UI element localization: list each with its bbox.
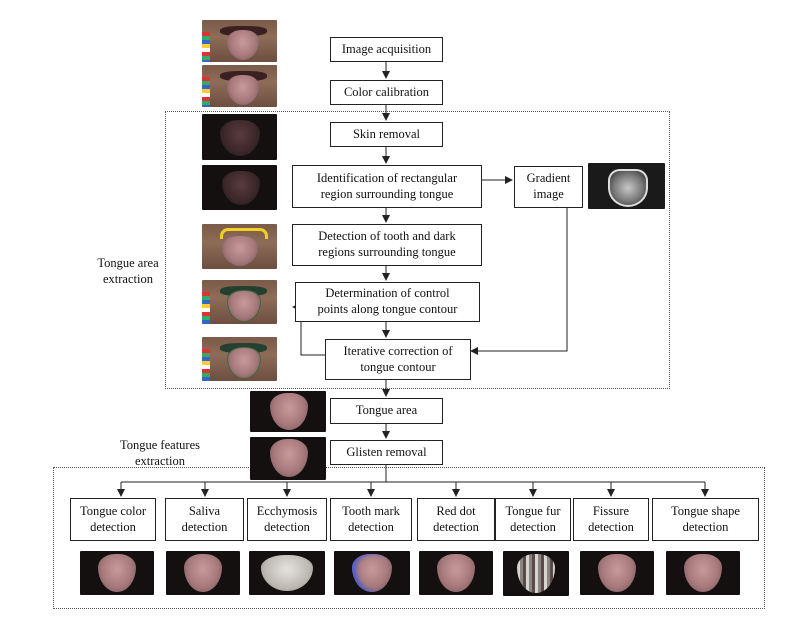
feature-box-fissure: Fissure detection bbox=[573, 498, 649, 541]
thumb-feature-tooth-mark bbox=[334, 551, 410, 595]
tongue-features-extraction-region bbox=[53, 467, 765, 609]
color-calibration-box: Color calibration bbox=[330, 80, 443, 105]
feature-box-tongue-shape: Tongue shape detection bbox=[652, 498, 759, 541]
feature-box-red-dot: Red dot detection bbox=[417, 498, 495, 541]
tongue-features-extraction-label: Tongue features extraction bbox=[120, 438, 200, 469]
thumb-control-points bbox=[202, 280, 277, 324]
thumb-gradient-image bbox=[588, 163, 665, 209]
thumb-skin-removal bbox=[202, 114, 277, 160]
detection-tooth-box: Detection of tooth and dark regions surr… bbox=[292, 224, 482, 266]
thumb-feature-saliva bbox=[166, 551, 240, 595]
thumb-iterative-correction bbox=[202, 337, 277, 381]
thumb-feature-tongue-color bbox=[80, 551, 154, 595]
arrow-gradient-to-iter bbox=[470, 208, 568, 355]
tongue-area-extraction-label: Tongue area extraction bbox=[97, 256, 159, 287]
thumb-feature-tongue-fur bbox=[503, 551, 569, 596]
thumb-image-acquisition bbox=[202, 20, 277, 62]
feature-box-tongue-color: Tongue color detection bbox=[70, 498, 156, 541]
thumb-tongue-area bbox=[250, 391, 326, 432]
identification-box: Identification of rectangular region sur… bbox=[292, 165, 482, 208]
thumb-feature-tongue-shape bbox=[666, 551, 740, 595]
control-points-box: Determination of control points along to… bbox=[295, 282, 480, 322]
thumb-glisten-removal bbox=[250, 437, 326, 480]
image-acquisition-box: Image acquisition bbox=[330, 37, 443, 62]
feature-box-saliva: Saliva detection bbox=[165, 498, 244, 541]
thumb-rectangular-region bbox=[202, 165, 277, 210]
feature-box-tooth-mark: Tooth mark detection bbox=[330, 498, 412, 541]
thumb-feature-ecchymosis bbox=[249, 551, 325, 595]
feature-box-tongue-fur: Tongue fur detection bbox=[495, 498, 571, 541]
skin-removal-box: Skin removal bbox=[330, 122, 443, 147]
iterative-correction-box: Iterative correction of tongue contour bbox=[325, 339, 471, 380]
thumb-color-calibration bbox=[202, 65, 277, 107]
feature-box-ecchymosis: Ecchymosis detection bbox=[247, 498, 327, 541]
thumb-tooth-detection bbox=[202, 224, 277, 269]
tongue-area-extraction-region bbox=[165, 111, 670, 389]
thumb-feature-red-dot bbox=[419, 551, 493, 595]
tongue-area-box: Tongue area bbox=[330, 398, 443, 424]
glisten-removal-box: Glisten removal bbox=[330, 440, 443, 465]
gradient-image-box: Gradient image bbox=[514, 166, 583, 208]
thumb-feature-fissure bbox=[580, 551, 654, 595]
